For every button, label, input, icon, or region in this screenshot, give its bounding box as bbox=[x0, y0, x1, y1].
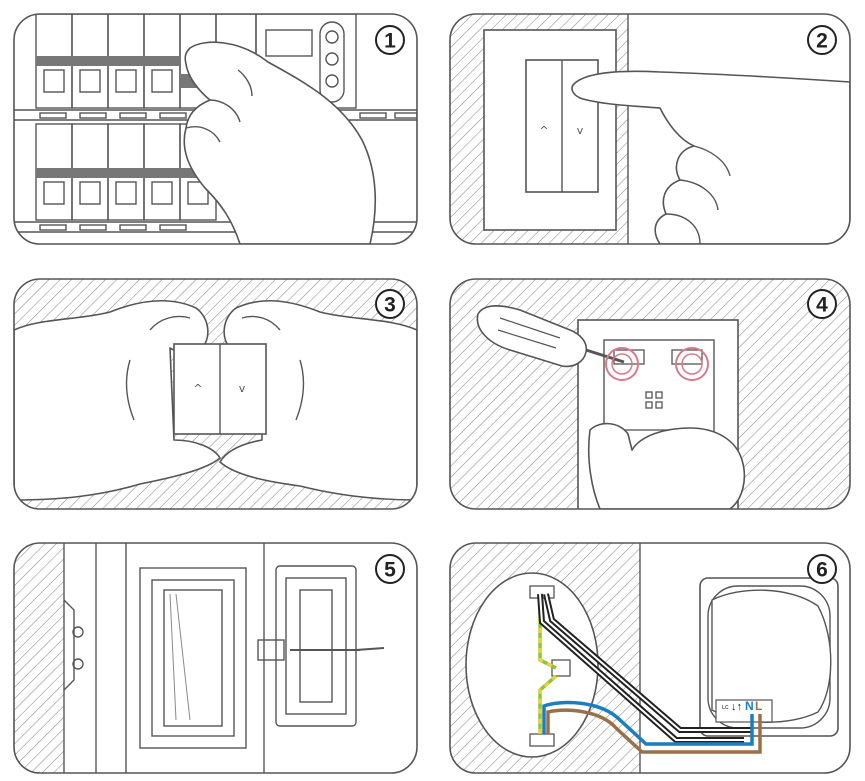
step-badge bbox=[375, 554, 405, 584]
down-arrow-icon: v bbox=[239, 382, 246, 395]
terminal-lc-label: LC bbox=[722, 705, 729, 711]
step-badge bbox=[807, 289, 837, 319]
wall-box bbox=[465, 572, 599, 758]
step-number: 5 bbox=[384, 559, 396, 582]
terminal-l-label: L bbox=[755, 699, 762, 713]
terminal-n-label: N bbox=[745, 699, 754, 713]
step-number: 2 bbox=[816, 30, 828, 53]
panel-3-illustration: ^ v bbox=[14, 279, 417, 509]
panel-6: LC ↓↑ N L 6 bbox=[449, 542, 851, 774]
screw-highlight bbox=[675, 347, 709, 381]
hand-illustration bbox=[571, 70, 850, 244]
step-badge bbox=[375, 25, 405, 55]
hand-illustration bbox=[587, 422, 746, 509]
step-badge bbox=[807, 554, 837, 584]
panel-2-illustration: ^ v bbox=[450, 14, 850, 244]
panel-6-illustration: LC ↓↑ N L bbox=[450, 543, 850, 773]
step-number: 3 bbox=[384, 294, 396, 317]
panel-3: ^ v 3 bbox=[13, 278, 418, 510]
down-arrow-icon: v bbox=[577, 124, 584, 137]
up-arrow-icon: ^ bbox=[539, 124, 548, 137]
wire-connector bbox=[551, 659, 571, 677]
step-badge bbox=[375, 289, 405, 319]
panel-5-illustration bbox=[14, 543, 417, 773]
step-badge bbox=[807, 25, 837, 55]
step-number: 1 bbox=[384, 30, 396, 53]
step-number: 6 bbox=[816, 559, 828, 582]
panel-4-illustration bbox=[450, 279, 850, 509]
terminal-arrows-label: ↓↑ bbox=[731, 701, 742, 713]
panel-5: 5 bbox=[13, 542, 418, 774]
hand-illustration bbox=[183, 41, 376, 244]
panel-1-illustration bbox=[14, 14, 417, 244]
panel-4: 4 bbox=[449, 278, 851, 510]
screwdriver-illustration bbox=[476, 305, 588, 368]
screw-highlight bbox=[605, 347, 639, 381]
step-number: 4 bbox=[816, 294, 828, 317]
panel-2: ^ v 2 bbox=[449, 13, 851, 245]
panel-1: 1 bbox=[13, 13, 418, 245]
up-arrow-icon: ^ bbox=[193, 382, 202, 395]
